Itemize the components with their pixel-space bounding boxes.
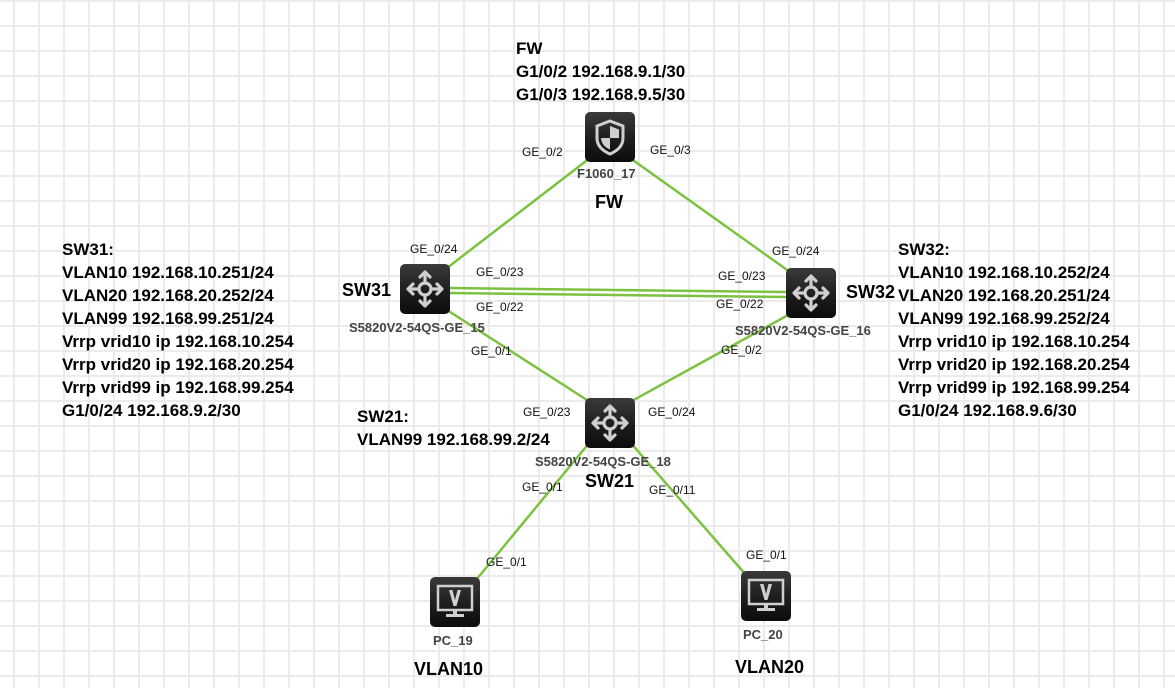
device-name-label: SW21 bbox=[585, 471, 635, 491]
device-name-label: SW31 bbox=[342, 280, 392, 300]
switch-arrows-icon bbox=[792, 274, 830, 312]
link-sw21-pc19[interactable] bbox=[475, 441, 591, 581]
port-label: GE_0/24 bbox=[772, 244, 820, 258]
note-line: Vrrp vrid20 ip 192.168.20.254 bbox=[898, 355, 1130, 374]
note-line: G1/0/24 192.168.9.6/30 bbox=[898, 401, 1077, 420]
link-sw32-sw21[interactable] bbox=[629, 312, 791, 404]
port-label: GE_0/2 bbox=[522, 145, 563, 159]
note-line: G1/0/2 192.168.9.1/30 bbox=[516, 62, 686, 81]
device-name-label: VLAN10 bbox=[414, 659, 484, 679]
note-line: SW32: bbox=[898, 240, 950, 259]
device-name-label: SW32 bbox=[846, 282, 896, 302]
device-model-label: S5820V2-54QS-GE_15 bbox=[349, 320, 485, 335]
port-label: GE_0/11 bbox=[649, 483, 696, 497]
device-name-label: VLAN20 bbox=[735, 657, 805, 677]
port-label: GE_0/2 bbox=[721, 343, 762, 357]
note-line: Vrrp vrid10 ip 192.168.10.254 bbox=[898, 332, 1130, 351]
port-label: GE_0/3 bbox=[650, 143, 691, 157]
note-line: VLAN10 192.168.10.251/24 bbox=[62, 263, 274, 282]
note-line: Vrrp vrid20 ip 192.168.20.254 bbox=[62, 355, 294, 374]
port-label: GE_0/23 bbox=[718, 269, 766, 283]
device-sw21[interactable] bbox=[585, 398, 635, 448]
device-sw32[interactable] bbox=[786, 268, 836, 318]
note-line: SW31: bbox=[62, 240, 114, 259]
sw31-config-note: SW31: VLAN10 192.168.10.251/24 VLAN20 19… bbox=[62, 238, 294, 422]
note-line: VLAN99 192.168.99.251/24 bbox=[62, 309, 274, 328]
device-model-label: F1060_17 bbox=[577, 166, 636, 181]
sw21-config-note: SW21: VLAN99 192.168.99.2/24 bbox=[357, 405, 550, 451]
link-fw-sw31[interactable] bbox=[446, 157, 591, 269]
link-sw21-pc20[interactable] bbox=[629, 441, 747, 576]
switch-arrows-icon bbox=[591, 404, 629, 442]
note-line: FW bbox=[516, 39, 543, 58]
port-label: GE_0/1 bbox=[746, 548, 787, 562]
note-line: VLAN20 192.168.20.252/24 bbox=[62, 286, 274, 305]
device-pc20[interactable] bbox=[741, 571, 791, 621]
sw32-config-note: SW32: VLAN10 192.168.10.252/24 VLAN20 19… bbox=[898, 238, 1130, 422]
note-line: SW21: bbox=[357, 407, 409, 426]
note-line: Vrrp vrid99 ip 192.168.99.254 bbox=[62, 378, 294, 397]
link-sw31-sw32-ge23[interactable] bbox=[449, 286, 787, 294]
port-label: GE_0/24 bbox=[648, 405, 696, 419]
port-label: GE_0/22 bbox=[476, 300, 524, 314]
port-label: GE_0/23 bbox=[523, 405, 571, 419]
port-label: GE_0/22 bbox=[716, 297, 764, 311]
device-model-label: PC_20 bbox=[743, 627, 783, 642]
device-model-label: PC_19 bbox=[433, 633, 473, 648]
port-label: GE_0/24 bbox=[410, 242, 458, 256]
port-label: GE_0/1 bbox=[486, 555, 527, 569]
link-sw31-sw32-ge22[interactable] bbox=[449, 291, 787, 299]
pc-monitor-icon bbox=[436, 584, 474, 617]
device-name-label: FW bbox=[595, 192, 623, 212]
note-line: Vrrp vrid99 ip 192.168.99.254 bbox=[898, 378, 1130, 397]
firewall-shield-icon bbox=[595, 119, 625, 156]
port-label: GE_0/1 bbox=[471, 344, 512, 358]
note-line: G1/0/24 192.168.9.2/30 bbox=[62, 401, 241, 420]
fw-config-note: FW G1/0/2 192.168.9.1/30 G1/0/3 192.168.… bbox=[516, 37, 685, 106]
note-line: Vrrp vrid10 ip 192.168.10.254 bbox=[62, 332, 294, 351]
link-sw31-sw21[interactable] bbox=[446, 308, 591, 404]
device-fw[interactable] bbox=[585, 112, 635, 162]
note-line: VLAN20 192.168.20.251/24 bbox=[898, 286, 1110, 305]
note-line: VLAN99 192.168.99.252/24 bbox=[898, 309, 1110, 328]
pc-monitor-icon bbox=[747, 578, 785, 611]
port-label: GE_0/23 bbox=[476, 265, 524, 279]
switch-arrows-icon bbox=[406, 270, 444, 308]
link-fw-sw32[interactable] bbox=[629, 156, 791, 274]
note-line: G1/0/3 192.168.9.5/30 bbox=[516, 85, 686, 104]
port-label: GE_0/1 bbox=[522, 480, 563, 494]
device-model-label: S5820V2-54QS-GE_18 bbox=[535, 454, 671, 469]
note-line: VLAN99 192.168.99.2/24 bbox=[357, 430, 550, 449]
note-line: VLAN10 192.168.10.252/24 bbox=[898, 263, 1110, 282]
device-sw31[interactable] bbox=[400, 264, 450, 314]
device-pc19[interactable] bbox=[430, 577, 480, 627]
device-model-label: S5820V2-54QS-GE_16 bbox=[735, 323, 871, 338]
